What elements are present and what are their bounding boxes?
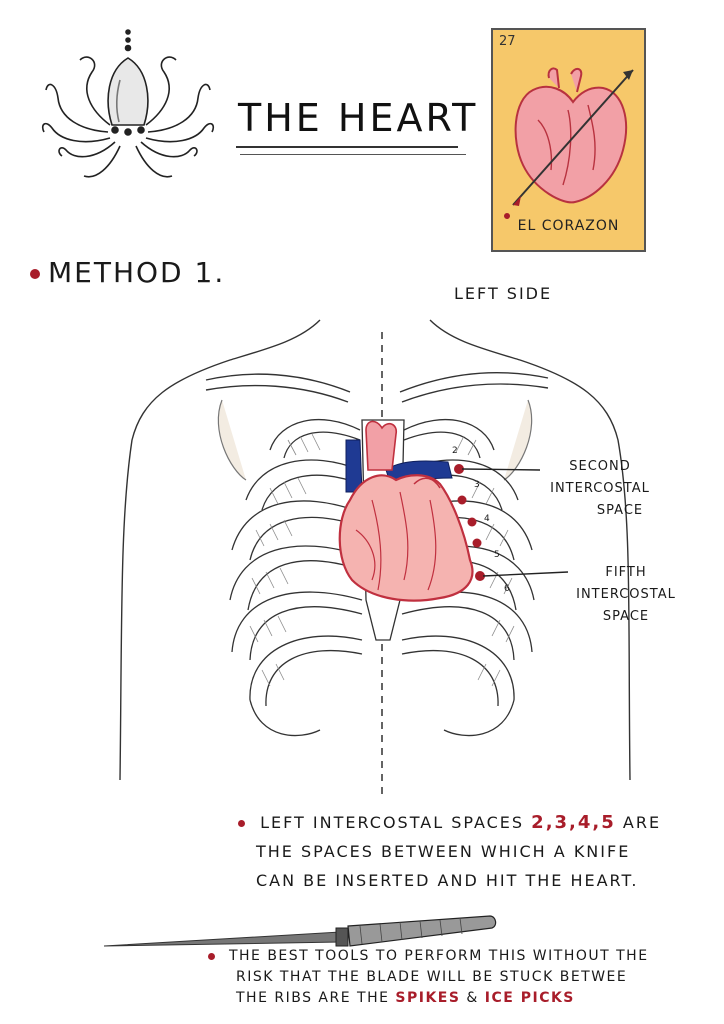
- note2-ice-picks: ICE PICKS: [484, 990, 575, 1006]
- intercostal-dot-5: [475, 571, 485, 581]
- card-label: EL CORAZON: [517, 218, 620, 234]
- note1-line3: CAN BE INSERTED AND HIT THE HEART.: [256, 871, 639, 890]
- annotation-line: SPACE: [602, 609, 650, 624]
- annotation-line: SECOND: [569, 459, 631, 474]
- annotation-line: INTERCOSTAL: [576, 587, 676, 602]
- orientation-label: LEFT SIDE: [454, 284, 553, 303]
- note1-suffix: ARE: [622, 813, 662, 832]
- note2-amp: &: [466, 990, 479, 1006]
- intercostal-note: LEFT INTERCOSTAL SPACES 2,3,4,5 ARE THE …: [238, 808, 708, 895]
- bullet-icon: [238, 820, 245, 827]
- title-underline: [236, 146, 458, 148]
- fifth-intercostal-annotation: FIFTH INTERCOSTAL SPACE: [566, 562, 686, 628]
- intercostal-dot-4: [472, 538, 482, 548]
- rib-number-3: 3: [474, 480, 481, 490]
- heart-anatomy: [338, 420, 474, 602]
- loteria-card: 27 EL CORAZON: [491, 28, 646, 252]
- note2-line1: THE BEST TOOLS TO PERFORM THIS WITHOUT T…: [228, 948, 649, 964]
- second-intercostal-annotation: SECOND INTERCOSTAL SPACE: [540, 456, 660, 522]
- note1-line2: THE SPACES BETWEEN WHICH A KNIFE: [256, 842, 631, 861]
- method-heading-text: METHOD 1.: [48, 256, 226, 289]
- bullet-icon: [30, 269, 40, 279]
- rib-number-6: 6: [504, 584, 511, 594]
- bullet-icon: [208, 952, 215, 960]
- page-title: THE HEART: [238, 96, 479, 140]
- intercostal-dot-3: [457, 495, 467, 505]
- note2-spikes: SPIKES: [395, 990, 461, 1006]
- rib-number-5: 5: [494, 550, 501, 560]
- card-number: 27: [499, 34, 516, 49]
- tools-note: THE BEST TOOLS TO PERFORM THIS WITHOUT T…: [208, 946, 724, 1009]
- card-heart-illustration: [504, 67, 634, 219]
- annotation-line: FIFTH: [605, 565, 647, 580]
- note2-line2: RISK THAT THE BLADE WILL BE STUCK BETWEE: [236, 969, 628, 985]
- intercostal-dot-3b: [467, 517, 477, 527]
- annotation-line: INTERCOSTAL: [550, 481, 650, 496]
- note1-prefix: LEFT INTERCOSTAL SPACES: [260, 813, 525, 832]
- intercostal-dot-2: [454, 464, 464, 474]
- title-underline-secondary: [240, 154, 466, 155]
- note2-line3-prefix: THE RIBS ARE THE: [236, 990, 390, 1006]
- rib-number-4: 4: [484, 514, 491, 524]
- note1-highlight: 2,3,4,5: [531, 812, 616, 833]
- rib-number-2: 2: [452, 446, 459, 456]
- annotation-line: SPACE: [596, 503, 644, 518]
- method-heading: METHOD 1.: [30, 256, 225, 289]
